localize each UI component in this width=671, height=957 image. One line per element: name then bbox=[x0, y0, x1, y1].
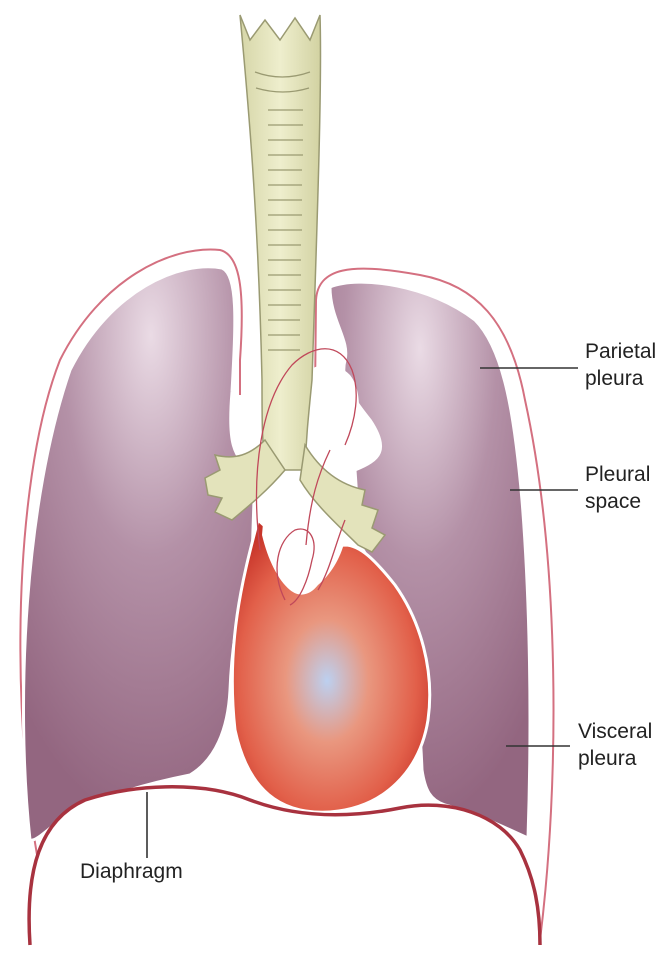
diaphragm-label: Diaphragm bbox=[80, 860, 183, 883]
visceral-pleura-label: Visceral pleura bbox=[578, 720, 658, 770]
parietal-pleura-label: Parietal pleura bbox=[585, 340, 662, 390]
trachea bbox=[240, 15, 321, 470]
pleural-space-label: Pleural space bbox=[585, 463, 656, 513]
left-lung bbox=[23, 267, 255, 841]
